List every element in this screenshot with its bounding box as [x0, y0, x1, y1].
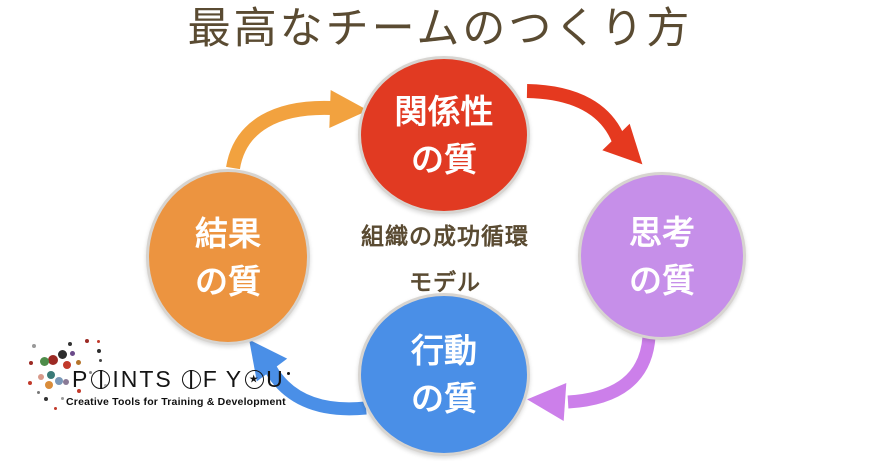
trademark-dot-icon	[286, 371, 291, 375]
node-label-line2: の質	[629, 260, 695, 300]
logo-letter: P	[72, 366, 90, 392]
arrow-relationships-to-thinking	[526, 84, 643, 165]
node-thinking: 思考 の質	[578, 172, 746, 340]
node-label-line1: 思考	[629, 212, 695, 252]
logo-letter: Y	[225, 366, 244, 392]
node-label-line1: 行動	[411, 331, 477, 370]
node-action: 行動 の質	[358, 293, 530, 456]
star-o-icon: ★	[245, 370, 265, 389]
node-label-line1: 関係性	[394, 91, 494, 131]
node-label-line2: の質	[411, 379, 477, 418]
arrow-head	[602, 123, 643, 165]
logo-letter: INTS	[112, 366, 173, 392]
slashed-o-icon	[181, 370, 201, 389]
page-title: 最高なチームのつくり方	[187, 4, 693, 54]
arrow-thinking-to-action	[527, 336, 656, 421]
center-label-line2: モデル	[409, 270, 481, 296]
arrow-head	[329, 90, 368, 128]
node-label-line1: 結果	[195, 213, 261, 253]
center-label-line1: 組織の成功循環	[361, 224, 529, 250]
arrow-body	[567, 336, 656, 409]
center-label: 組織の成功循環 モデル	[330, 217, 560, 297]
logo-tagline: Creative Tools for Training & Developmen…	[66, 396, 286, 408]
arrow-results-to-relationships	[226, 90, 368, 170]
arrow-body	[264, 364, 367, 416]
slashed-o-icon	[91, 370, 111, 389]
arrow-body	[526, 84, 626, 144]
node-label-line2: の質	[411, 139, 477, 179]
logo-letter: F	[202, 366, 219, 392]
arrow-body	[226, 100, 333, 170]
arrow-head	[527, 383, 567, 421]
node-results: 結果 の質	[146, 169, 310, 345]
logo-letter: U	[266, 366, 285, 392]
node-label-line2: の質	[195, 261, 261, 301]
node-relationships: 関係性 の質	[358, 56, 530, 214]
logo-dots-art	[28, 336, 118, 416]
